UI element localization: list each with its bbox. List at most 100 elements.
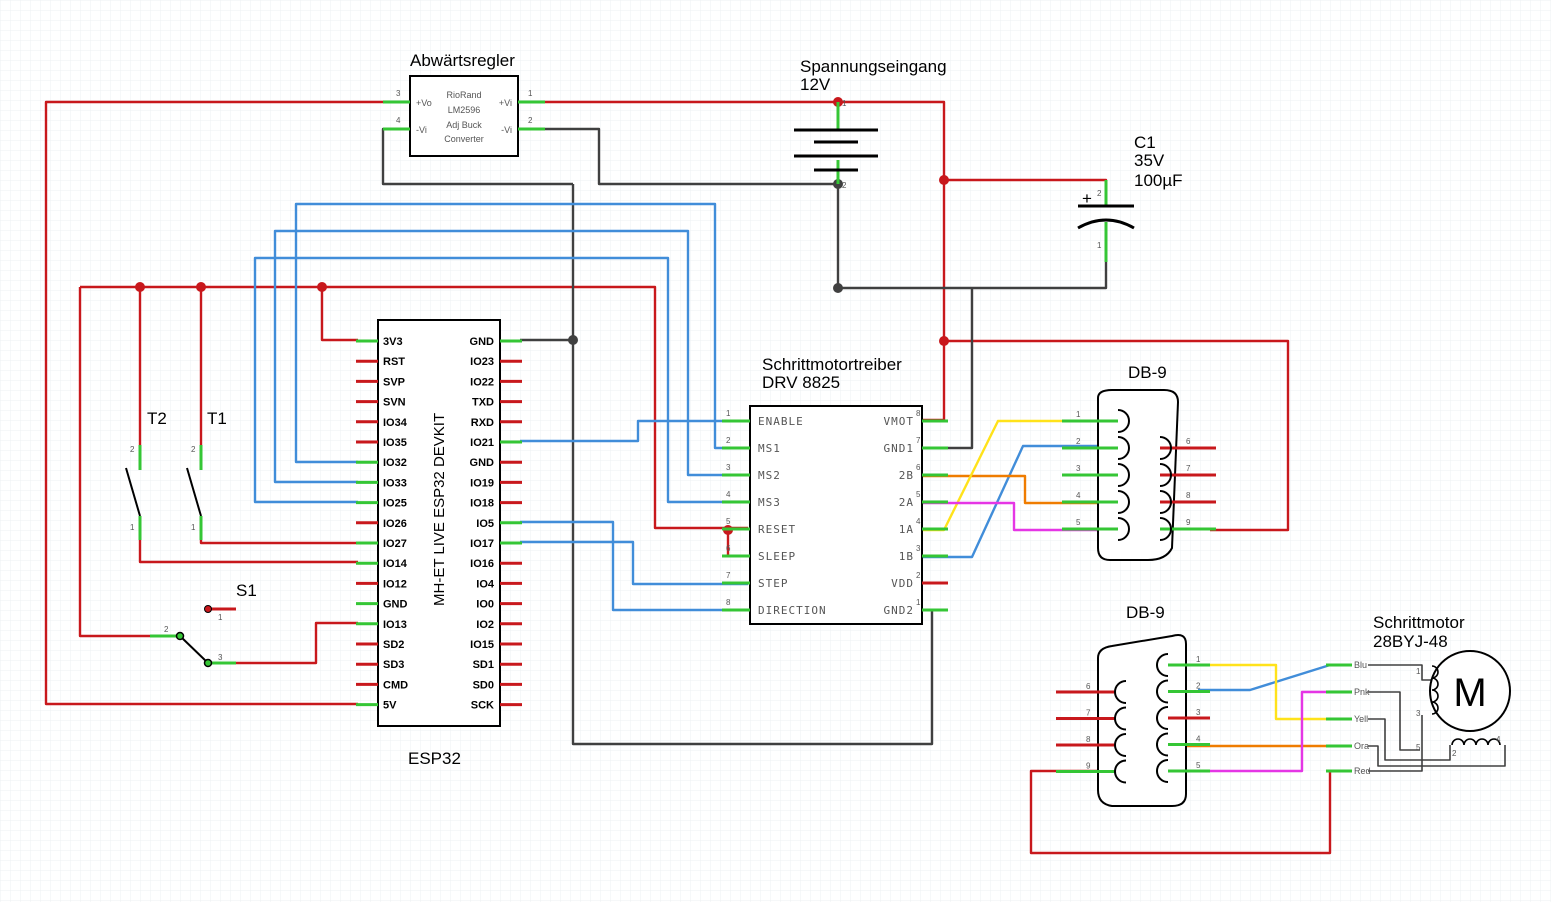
esp-left-pin-gnd: GND bbox=[383, 599, 408, 611]
db9-bottom-socket bbox=[1156, 706, 1169, 730]
supply-pin-1: 1 bbox=[842, 99, 847, 108]
driver-pin-ms2: MS2 bbox=[758, 469, 781, 482]
esp-left-pin-rst: RST bbox=[383, 356, 405, 368]
motor-pin-num: 1 bbox=[1416, 667, 1421, 676]
esp-left-pin-5v: 5V bbox=[383, 700, 397, 712]
db9-bottom-pin-num: 6 bbox=[1086, 682, 1091, 691]
esp32-board[interactable]: MH-ET LIVE ESP32 DEVKIT ESP32 3V3RSTSVPS… bbox=[356, 319, 522, 768]
motor-wire-ora: Ora bbox=[1354, 741, 1369, 751]
db9-bottom-title: DB-9 bbox=[1126, 603, 1165, 622]
s1-label: S1 bbox=[236, 581, 257, 600]
wires-magenta bbox=[922, 501, 1340, 773]
driver-left-pin-num: 7 bbox=[726, 571, 731, 580]
buck-pin-vo-minus: -Vi bbox=[416, 125, 427, 135]
supply-pin-2: 2 bbox=[842, 181, 847, 190]
power-supply[interactable]: Spannungseingang 12V 1 2 bbox=[794, 57, 947, 190]
driver-right-pin-num: 5 bbox=[916, 490, 921, 499]
driver-left-pin-num: 1 bbox=[726, 409, 731, 418]
driver-pin-sleep: SLEEP bbox=[758, 550, 796, 563]
esp-left-pin-io25: IO25 bbox=[383, 498, 407, 510]
esp-left-pin-io12: IO12 bbox=[383, 578, 407, 590]
driver-left-pin-num: 4 bbox=[726, 490, 731, 499]
esp-right-pin-io21: IO21 bbox=[470, 437, 494, 449]
cap-name: C1 bbox=[1134, 133, 1156, 152]
wires-blue bbox=[253, 202, 1340, 692]
db9-bottom-socket bbox=[1114, 733, 1127, 757]
esp-right-pin-io2: IO2 bbox=[476, 619, 494, 631]
db9-top-pin-num: 1 bbox=[1076, 410, 1081, 419]
driver-right-pin-num: 3 bbox=[916, 544, 921, 553]
cap-value: 100µF bbox=[1134, 171, 1183, 190]
t2-label: T2 bbox=[147, 409, 167, 428]
esp-name: ESP32 bbox=[408, 749, 461, 768]
supply-title: Spannungseingang bbox=[800, 57, 947, 76]
driver-model: DRV 8825 bbox=[762, 373, 840, 392]
motor-wire-blu: Blu bbox=[1354, 660, 1367, 670]
db9-bottom-socket bbox=[1114, 759, 1127, 784]
esp-chip-label: MH-ET LIVE ESP32 DEVKIT bbox=[431, 413, 448, 606]
motor-wire-yell: Yell bbox=[1354, 714, 1368, 724]
db9-top-socket bbox=[1159, 463, 1172, 487]
cap-plus: + bbox=[1082, 189, 1092, 208]
switch-s1[interactable]: S1 1 2 3 bbox=[150, 581, 257, 668]
db9-bottom-pin-num: 8 bbox=[1086, 735, 1091, 744]
driver-pin-ms3: MS3 bbox=[758, 496, 781, 509]
switch-t1[interactable]: T1 2 1 bbox=[186, 409, 227, 540]
buck-converter[interactable]: Abwärtsregler RioRand LM2596 Adj Buck Co… bbox=[383, 51, 545, 157]
buck-pin-num-2: 2 bbox=[528, 116, 533, 125]
db9-top-socket bbox=[1117, 517, 1130, 541]
t2-pin-1: 1 bbox=[130, 523, 135, 532]
esp-right-pin-gnd: GND bbox=[470, 336, 495, 348]
db9-top-socket bbox=[1117, 436, 1130, 460]
db9-bottom-socket bbox=[1156, 759, 1169, 783]
db9-top-pin-num: 4 bbox=[1076, 491, 1081, 500]
buck-pin-num-3: 3 bbox=[396, 89, 401, 98]
buck-pin-vo-plus: +Vo bbox=[416, 98, 432, 108]
esp-left-pin-io26: IO26 bbox=[383, 518, 407, 530]
t2-pin-2: 2 bbox=[130, 445, 135, 454]
driver-left-pin-num: 8 bbox=[726, 598, 731, 607]
esp-right-pin-rxd: RXD bbox=[471, 417, 494, 429]
esp-right-pin-io17: IO17 bbox=[470, 538, 494, 550]
esp-right-pin-sd1: SD1 bbox=[473, 659, 494, 671]
switch-t2[interactable]: T2 2 1 bbox=[125, 409, 167, 540]
driver-right-pin-num: 6 bbox=[916, 463, 921, 472]
s1-pin-2: 2 bbox=[164, 625, 169, 634]
driver-pin-gnd2: GND2 bbox=[884, 604, 915, 617]
db9-top-pin-num: 5 bbox=[1076, 518, 1081, 527]
driver-pin-gnd1: GND1 bbox=[884, 442, 915, 455]
esp-right-pin-io5: IO5 bbox=[476, 518, 494, 530]
esp-right-pin-io15: IO15 bbox=[470, 639, 494, 651]
db9-top-pin-num: 9 bbox=[1186, 518, 1191, 527]
db9-top-pin-num: 7 bbox=[1186, 464, 1191, 473]
esp-left-pin-sd2: SD2 bbox=[383, 639, 404, 651]
driver-pin-1b: 1B bbox=[899, 550, 914, 563]
s1-pin-3: 3 bbox=[218, 653, 223, 662]
driver-left-pin-num: 5 bbox=[726, 517, 731, 526]
buck-line-2: LM2596 bbox=[448, 105, 481, 115]
db9-bottom-socket bbox=[1156, 732, 1169, 757]
driver-right-pin-num: 7 bbox=[916, 436, 921, 445]
driver-right-pin-num: 4 bbox=[916, 517, 921, 526]
wires-motor-internal bbox=[1368, 664, 1506, 772]
esp-right-pin-gnd: GND bbox=[470, 457, 495, 469]
db9-top-pin-num: 3 bbox=[1076, 464, 1081, 473]
driver-pin-ms1: MS1 bbox=[758, 442, 781, 455]
motor-wire-pnk: Pnk bbox=[1354, 687, 1370, 697]
db9-bottom-socket bbox=[1156, 679, 1169, 704]
driver-pin-2a: 2A bbox=[899, 496, 914, 509]
esp-right-pin-txd: TXD bbox=[472, 397, 494, 409]
stepper-driver[interactable]: Schrittmotortreiber DRV 8825 1ENABLE2MS1… bbox=[722, 355, 948, 625]
esp-right-pin-io4: IO4 bbox=[476, 578, 495, 590]
buck-pin-num-1: 1 bbox=[528, 89, 533, 98]
capacitor-c1[interactable]: C1 35V 100µF + 2 1 bbox=[1077, 133, 1183, 262]
supply-voltage: 12V bbox=[800, 75, 831, 94]
motor-pin-num: 5 bbox=[1416, 743, 1421, 752]
t1-pin-2: 2 bbox=[191, 445, 196, 454]
